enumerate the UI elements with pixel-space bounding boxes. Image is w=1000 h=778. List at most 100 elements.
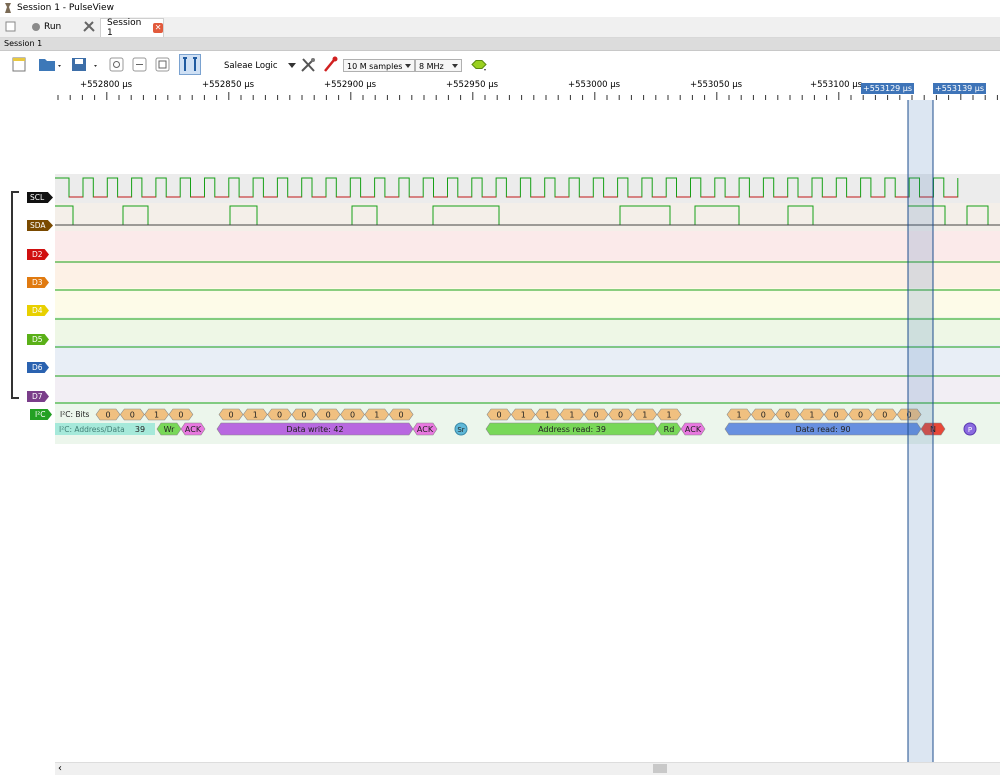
- wr-annotation[interactable]: Wr: [156, 422, 182, 436]
- channel-label-d2[interactable]: D2: [27, 249, 49, 260]
- cursor-b-label[interactable]: +553139 µs: [933, 83, 987, 94]
- ack-annotation[interactable]: ACK: [412, 422, 438, 436]
- bit-annotation-text: 1: [642, 411, 647, 420]
- close-icon[interactable]: ✕: [153, 23, 163, 33]
- bit-annotation[interactable]: 0: [388, 408, 414, 421]
- bit-annotation[interactable]: 0: [291, 408, 317, 421]
- rate-select[interactable]: 8 MHz: [415, 59, 462, 72]
- trace-row-background: [55, 231, 1000, 260]
- bit-annotation[interactable]: 0: [823, 408, 849, 421]
- horizontal-scrollbar[interactable]: ‹: [55, 762, 1000, 775]
- bit-annotation-text: 1: [809, 411, 814, 420]
- address-read-annotation[interactable]: Address read: 39: [485, 422, 659, 436]
- bit-annotation[interactable]: 0: [315, 408, 341, 421]
- rd-annotation[interactable]: Rd: [656, 422, 682, 436]
- chevron-down-icon[interactable]: [288, 63, 296, 69]
- chevron-down-icon: [405, 64, 411, 68]
- bit-annotation[interactable]: 1: [559, 408, 585, 421]
- bit-annotation-text: 1: [521, 411, 526, 420]
- sr-text: Sr: [457, 426, 464, 434]
- save-icon[interactable]: [70, 56, 98, 73]
- data-read-annotation[interactable]: Data read: 90: [724, 422, 922, 436]
- zoom-in-icon[interactable]: [109, 56, 124, 73]
- bit-annotation[interactable]: 0: [750, 408, 776, 421]
- new-session-icon[interactable]: [12, 56, 26, 73]
- bit-annotation-text: 0: [105, 411, 110, 420]
- channel-label-d3[interactable]: D3: [27, 277, 49, 288]
- probe-icon[interactable]: [323, 56, 339, 73]
- bit-annotation-text: 1: [374, 411, 379, 420]
- cursor-icon[interactable]: [179, 54, 201, 75]
- bit-annotation[interactable]: 0: [95, 408, 121, 421]
- zoom-out-icon[interactable]: [132, 56, 147, 73]
- channel-group-bracket: [11, 191, 19, 399]
- channel-label-scl[interactable]: SCL: [27, 192, 53, 203]
- decoder-icon[interactable]: [470, 56, 490, 73]
- samples-select[interactable]: 10 M samples: [343, 59, 415, 72]
- app-icon: [5, 3, 11, 13]
- bit-annotation[interactable]: 0: [267, 408, 292, 421]
- config-icon[interactable]: [82, 19, 96, 34]
- channel-label-d7[interactable]: D7: [27, 391, 49, 402]
- bit-annotation-text: 0: [618, 411, 623, 420]
- bit-annotation[interactable]: 0: [775, 408, 800, 421]
- trace-row-background: [55, 174, 1000, 203]
- ack-annotation[interactable]: ACK: [680, 422, 706, 436]
- ack-annotation[interactable]: ACK: [180, 422, 206, 436]
- bit-annotation-text: 0: [326, 411, 331, 420]
- zoom-fit-icon[interactable]: [155, 56, 170, 73]
- data-write-annotation-text: Data write: 42: [286, 425, 343, 434]
- bit-annotation[interactable]: 1: [144, 408, 169, 421]
- bit-annotation[interactable]: 0: [896, 408, 922, 421]
- time-ruler[interactable]: +552800 µs +552850 µs +552900 µs +552950…: [55, 78, 1000, 100]
- bit-annotation[interactable]: 0: [218, 408, 244, 421]
- trace-row-background: [55, 203, 1000, 232]
- data-write-annotation[interactable]: Data write: 42: [216, 422, 414, 436]
- bit-annotation[interactable]: 0: [168, 408, 194, 421]
- bit-annotation[interactable]: 1: [632, 408, 658, 421]
- sr-annotation[interactable]: Sr: [454, 422, 468, 436]
- bit-annotation[interactable]: 1: [799, 408, 825, 421]
- rd-annotation-text: Rd: [664, 425, 675, 434]
- run-button[interactable]: Run: [32, 19, 68, 34]
- tab-session-1[interactable]: Session 1 ✕: [100, 18, 164, 38]
- bit-annotation[interactable]: 1: [510, 408, 536, 421]
- bit-annotation[interactable]: 1: [535, 408, 560, 421]
- ruler-label: +552850 µs: [201, 80, 255, 90]
- channel-label-d4[interactable]: D4: [27, 305, 49, 316]
- bit-annotation-text: 0: [399, 411, 404, 420]
- scl-trace: [55, 177, 959, 198]
- trace-row-background: [55, 288, 1000, 317]
- data-read-annotation-text: Data read: 90: [795, 425, 850, 434]
- bit-annotation-text: 1: [154, 411, 159, 420]
- bit-annotation-text: 0: [277, 411, 282, 420]
- bit-annotation[interactable]: 0: [608, 408, 633, 421]
- cursor-band[interactable]: [908, 100, 933, 762]
- bit-annotation[interactable]: 1: [726, 408, 752, 421]
- bit-annotation[interactable]: 0: [340, 408, 365, 421]
- new-session-icon[interactable]: [5, 19, 16, 34]
- bit-annotation[interactable]: 1: [364, 408, 390, 421]
- scroll-left-icon[interactable]: ‹: [58, 763, 62, 774]
- bit-annotation[interactable]: 1: [656, 408, 682, 421]
- scroll-thumb[interactable]: [653, 764, 667, 773]
- bit-annotation[interactable]: 0: [848, 408, 873, 421]
- stop-annotation[interactable]: P: [963, 422, 977, 436]
- bit-annotation[interactable]: 0: [119, 408, 145, 421]
- samples-value: 10 M samples: [347, 62, 403, 71]
- config-icon[interactable]: [300, 56, 317, 73]
- channel-label-d6[interactable]: D6: [27, 362, 49, 373]
- bit-annotation[interactable]: 1: [242, 408, 268, 421]
- bit-annotation[interactable]: 0: [872, 408, 898, 421]
- channel-label-ic[interactable]: I²C: [30, 409, 52, 420]
- channel-label-d5[interactable]: D5: [27, 334, 49, 345]
- channel-label-sda[interactable]: SDA: [27, 220, 53, 231]
- device-selector[interactable]: Saleae Logic: [224, 61, 278, 71]
- cursor-a-label[interactable]: +553129 µs: [861, 83, 915, 94]
- bit-annotation-text: 0: [350, 411, 355, 420]
- bit-annotation[interactable]: 0: [486, 408, 512, 421]
- bit-annotation[interactable]: 0: [583, 408, 609, 421]
- bit-annotation-text: 0: [907, 411, 912, 420]
- open-icon[interactable]: [38, 56, 62, 73]
